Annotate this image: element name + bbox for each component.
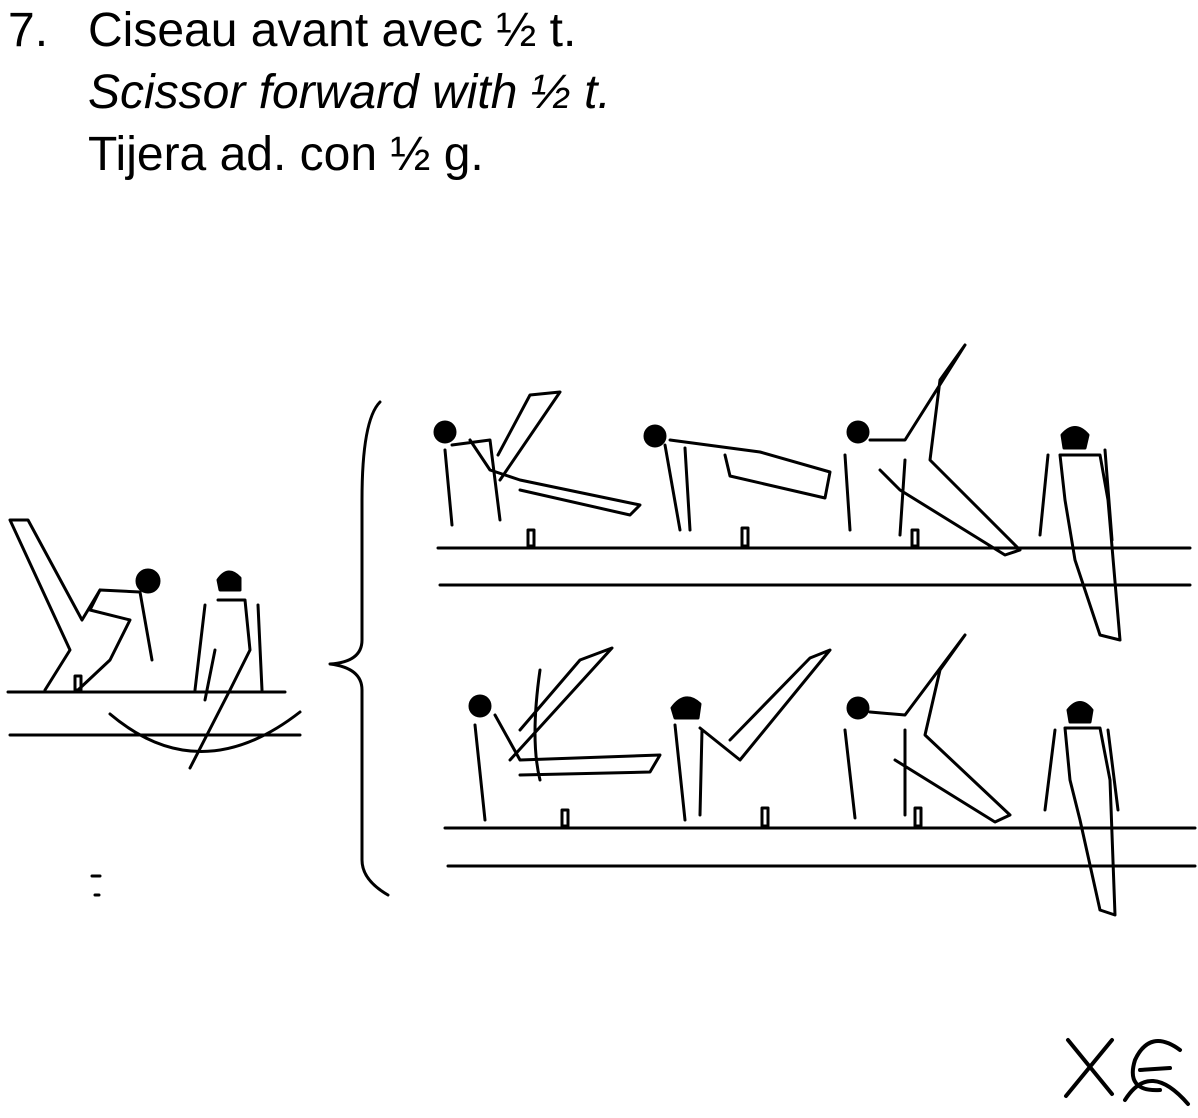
signature-mark [1066,1040,1188,1104]
pommel [912,530,918,546]
gymnast-figure [475,648,660,820]
head-icon [435,422,455,442]
pommel [562,810,568,826]
gymnast-figure [845,635,1010,822]
gymnast-figure [78,590,130,690]
head-icon [672,698,700,718]
rotation-arc [110,712,300,752]
head-icon [1062,428,1088,449]
head-icon [848,698,868,718]
overview-figures [8,520,300,768]
gymnast-figure [10,520,152,690]
gymnast-figure [845,345,1020,555]
head-icon [218,572,240,590]
head-icon [137,570,159,592]
head-icon [1068,703,1092,723]
gymnast-figure [452,440,500,520]
gymnast-figure [665,440,830,530]
gymnast-figure [1045,728,1118,915]
pommel [742,528,748,546]
pommel [528,530,534,546]
pommel [762,808,768,826]
head-icon [470,696,490,716]
gymnast-figure [445,392,640,525]
head-icon [645,426,665,446]
gymnast-figure [675,650,830,820]
bracket [330,402,388,895]
gymnast-figure [1040,450,1120,640]
head-icon [848,422,868,442]
sequence-top [435,345,1190,640]
sequence-bottom [445,635,1195,915]
pommel [915,808,921,826]
gymnast-figure [190,600,262,768]
